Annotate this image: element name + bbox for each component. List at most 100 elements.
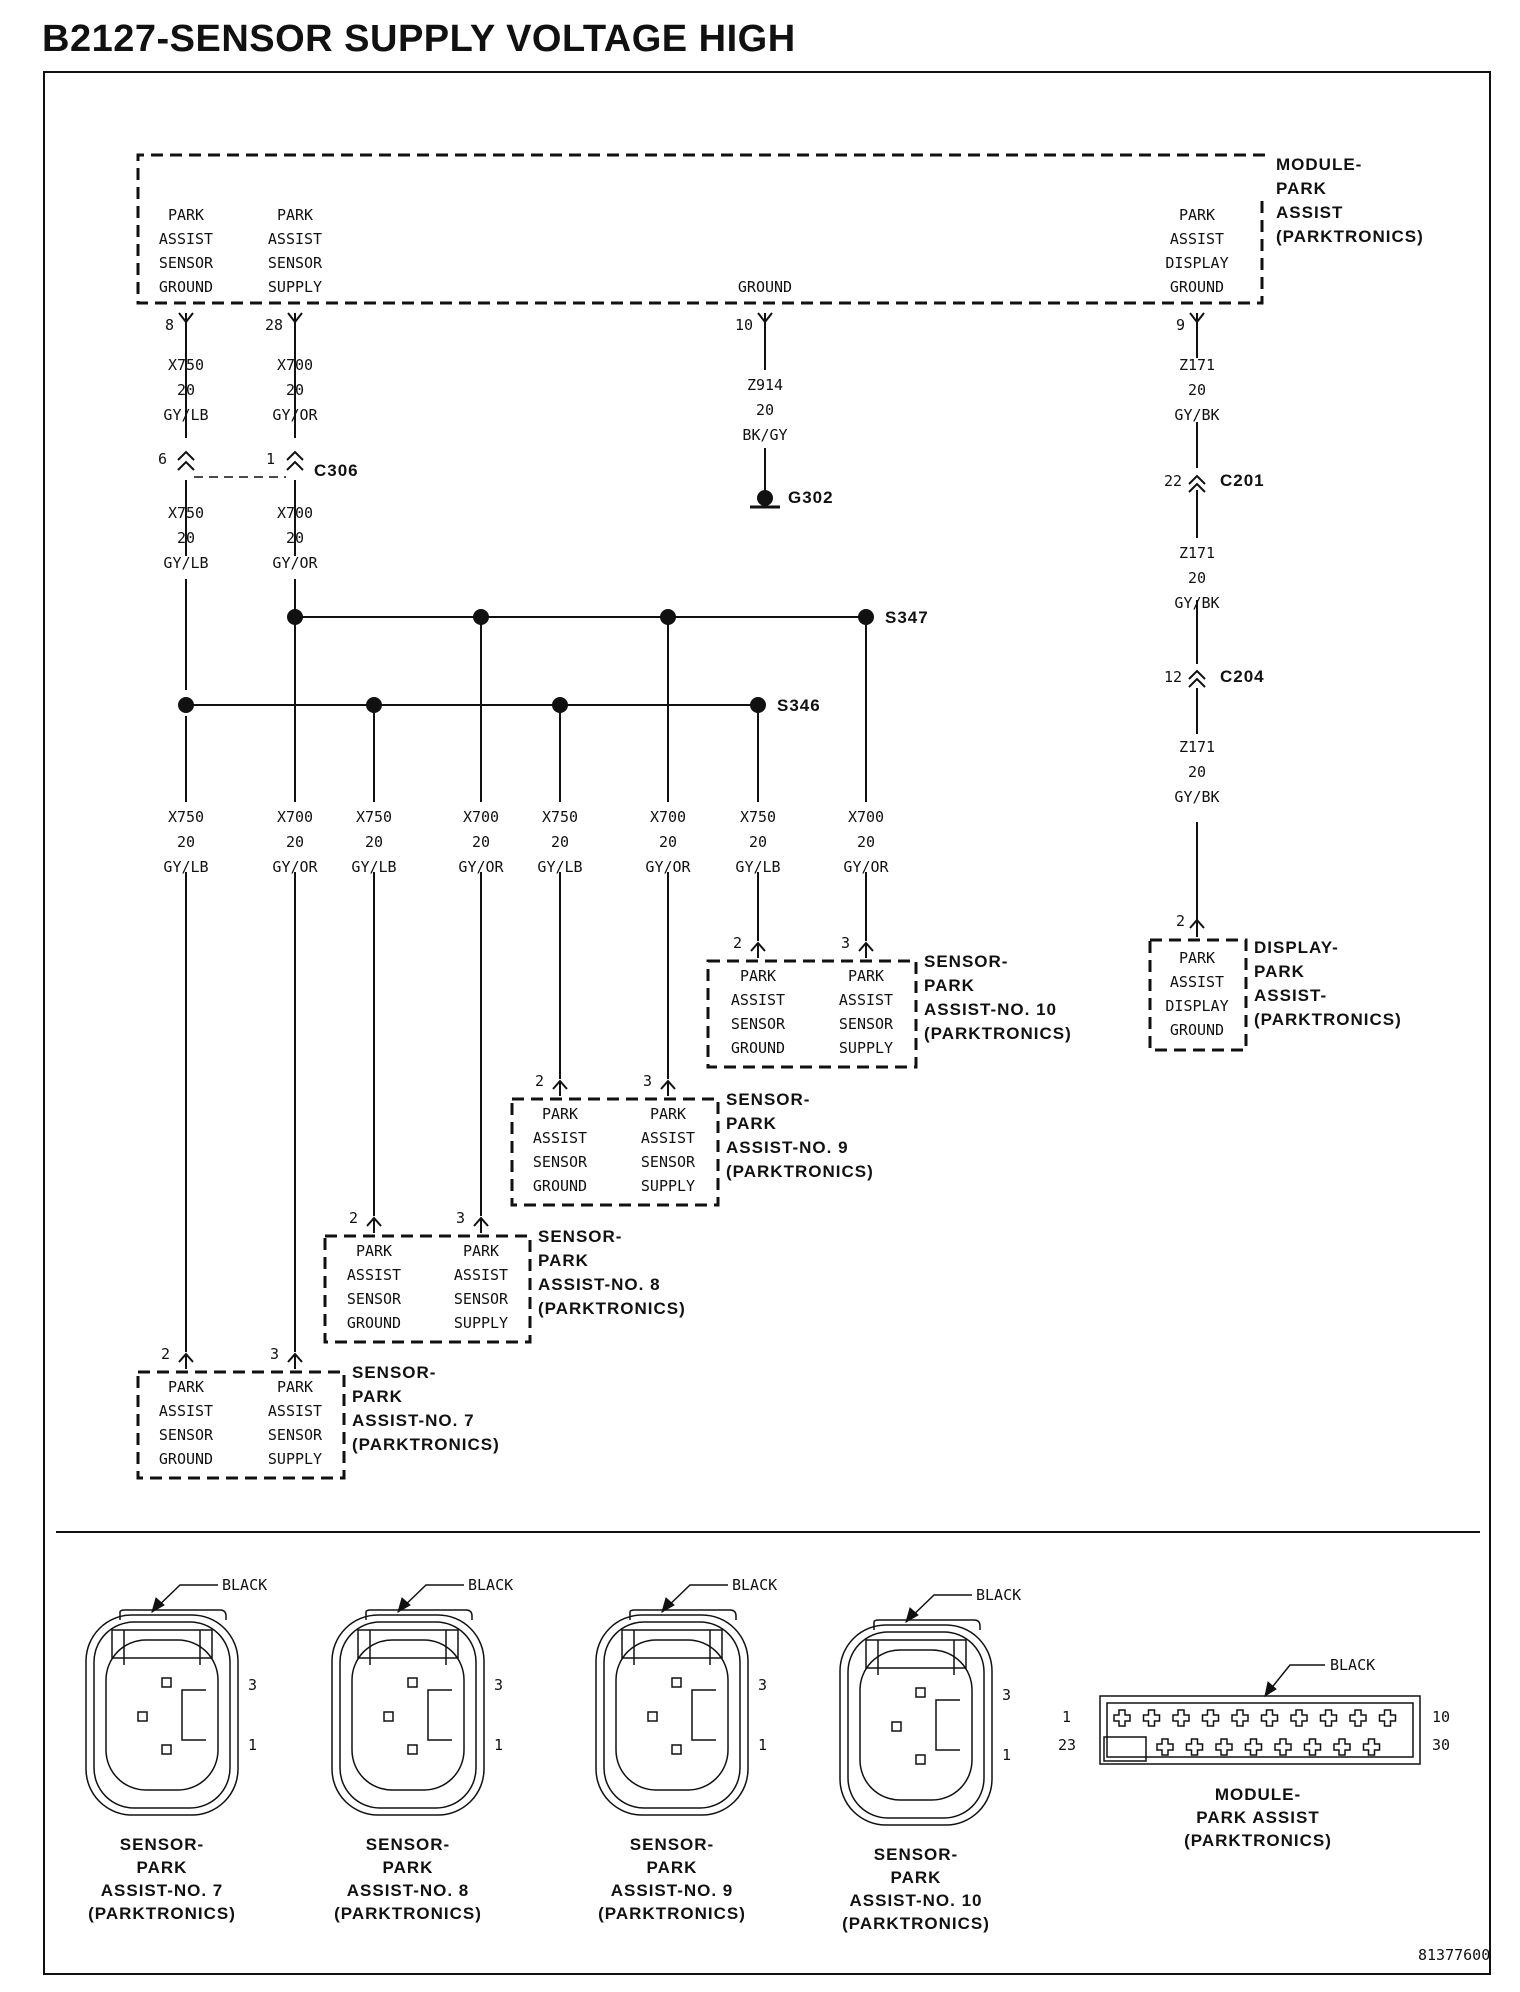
connector-pin-number: 1 (494, 1736, 503, 1754)
wire-label: 20 (857, 833, 875, 851)
module-connector-pin-number: 1 (1062, 1708, 1071, 1726)
svg-text:6: 6 (158, 450, 167, 468)
sensor-pin-label: PARK (650, 1105, 686, 1123)
sensor-pin-label: ASSIST (839, 991, 893, 1009)
sensor-pin-label: GROUND (347, 1314, 401, 1332)
wire-label: BK/GY (742, 426, 787, 444)
connector-pin-number: 3 (1002, 1686, 1011, 1704)
module-connector-pin-number: 23 (1058, 1736, 1076, 1754)
connector-pin-number: 1 (248, 1736, 257, 1754)
svg-text:C201: C201 (1220, 471, 1265, 490)
module-connector-pin-number: 10 (1432, 1708, 1450, 1726)
sensor-name-line: ASSIST-NO. 8 (538, 1275, 661, 1294)
sensor-name-line: (PARKTRONICS) (924, 1024, 1072, 1043)
connector-view-name-line: PARK (891, 1868, 942, 1887)
module-connector-pin (1185, 1738, 1204, 1756)
sensor-pin-label: ASSIST (268, 1402, 322, 1420)
sensor-pin-label: SENSOR (159, 1426, 214, 1444)
sensor-pin-label: SENSOR (454, 1290, 509, 1308)
module-pin-labels: PARKASSISTSENSORGROUNDPARKASSISTSENSORSU… (159, 206, 1229, 296)
wire-label: 20 (286, 381, 304, 399)
wire-label: 20 (177, 381, 195, 399)
module-connector-pin (1333, 1738, 1351, 1756)
module-pin-label: SENSOR (268, 254, 323, 272)
module-pin-label: ASSIST (268, 230, 322, 248)
wire-label: X700 (277, 808, 313, 826)
sensor-pin-label: SUPPLY (454, 1314, 508, 1332)
module-connector-pin (1201, 1709, 1220, 1727)
module-connector-name-line: (PARKTRONICS) (1184, 1831, 1332, 1850)
sensor-pin-label: GROUND (533, 1177, 587, 1195)
svg-text:C204: C204 (1220, 667, 1265, 686)
sensor-pin-label: PARK (463, 1242, 499, 1260)
module-pin-label: SENSOR (159, 254, 214, 272)
connector-view-name-line: SENSOR- (366, 1835, 450, 1854)
wire-label: Z171 (1179, 738, 1215, 756)
module-connector-pin (1349, 1709, 1367, 1727)
module-pin-label: SUPPLY (268, 278, 322, 296)
module-name-line: (PARKTRONICS) (1276, 227, 1424, 246)
sensor-pin-label: PARK (277, 1378, 313, 1396)
module-pin-label: DISPLAY (1165, 254, 1228, 272)
sensor-pin-label: SENSOR (347, 1290, 402, 1308)
module-connector-pin (1274, 1738, 1292, 1756)
module-pin-label: PARK (1179, 206, 1215, 224)
sensor-pin-label: PARK (740, 967, 776, 985)
module-connector-pin (1172, 1709, 1190, 1727)
wires (185, 322, 1198, 1352)
module-connector-pin (1156, 1738, 1174, 1756)
sensor-name-line: (PARKTRONICS) (538, 1299, 686, 1318)
connector-color-label: BLACK (222, 1576, 267, 1594)
module-connector-pin (1319, 1709, 1338, 1727)
svg-text:G302: G302 (788, 488, 834, 507)
sensor-pin-label: GROUND (159, 1450, 213, 1468)
connector-view-name-line: (PARKTRONICS) (842, 1914, 990, 1933)
connector-view-name-line: PARK (383, 1858, 434, 1877)
sensor-pin-number: 3 (643, 1072, 652, 1090)
wire-label: X700 (277, 356, 313, 374)
module-connector-pin (1244, 1738, 1263, 1756)
wire-label: GY/OR (843, 858, 889, 876)
splice-s347: S347 (287, 608, 928, 627)
display-pin-label: PARK (1179, 949, 1215, 967)
connector-view-name-line: ASSIST-NO. 7 (101, 1881, 224, 1900)
sensor-pin-label: SENSOR (533, 1153, 588, 1171)
module-pin-number: 9 (1176, 316, 1185, 334)
connector-c201: 22 C201 (1164, 471, 1265, 493)
sensor-pin-label: PARK (848, 967, 884, 985)
sensor-name-line: PARK (726, 1114, 777, 1133)
connector-view-name-line: SENSOR- (630, 1835, 714, 1854)
display-pin-label: GROUND (1170, 1021, 1224, 1039)
wire-label: X750 (168, 356, 204, 374)
sensor-pin-label: PARK (356, 1242, 392, 1260)
sensor-name-line: SENSOR- (538, 1227, 622, 1246)
wire-label: GY/BK (1174, 594, 1219, 612)
sensor-name-line: SENSOR- (924, 952, 1008, 971)
module-name-line: ASSIST (1276, 203, 1343, 222)
display-name-line: DISPLAY- (1254, 938, 1339, 957)
svg-text:1: 1 (266, 450, 275, 468)
connector-pin-number: 1 (1002, 1746, 1011, 1764)
svg-text:C306: C306 (314, 461, 359, 480)
sensor-name-line: ASSIST-NO. 10 (924, 1000, 1057, 1019)
module-connector-pin (1215, 1738, 1233, 1756)
wire-label: GY/LB (163, 858, 208, 876)
connector-view-name-line: PARK (137, 1858, 188, 1877)
connector-view-name-line: (PARKTRONICS) (598, 1904, 746, 1923)
sensor-name-line: ASSIST-NO. 9 (726, 1138, 849, 1157)
wire-label: 20 (365, 833, 383, 851)
wire-label: X750 (740, 808, 776, 826)
sensor-pin-label: PARK (168, 1378, 204, 1396)
module-name-line: PARK (1276, 179, 1327, 198)
wire-label: X750 (356, 808, 392, 826)
wire-label: GY/LB (351, 858, 396, 876)
sensor-pin-number: 2 (349, 1209, 358, 1227)
display-name-line: (PARKTRONICS) (1254, 1010, 1402, 1029)
wire-label: GY/LB (735, 858, 780, 876)
wire-label: GY/OR (272, 554, 318, 572)
